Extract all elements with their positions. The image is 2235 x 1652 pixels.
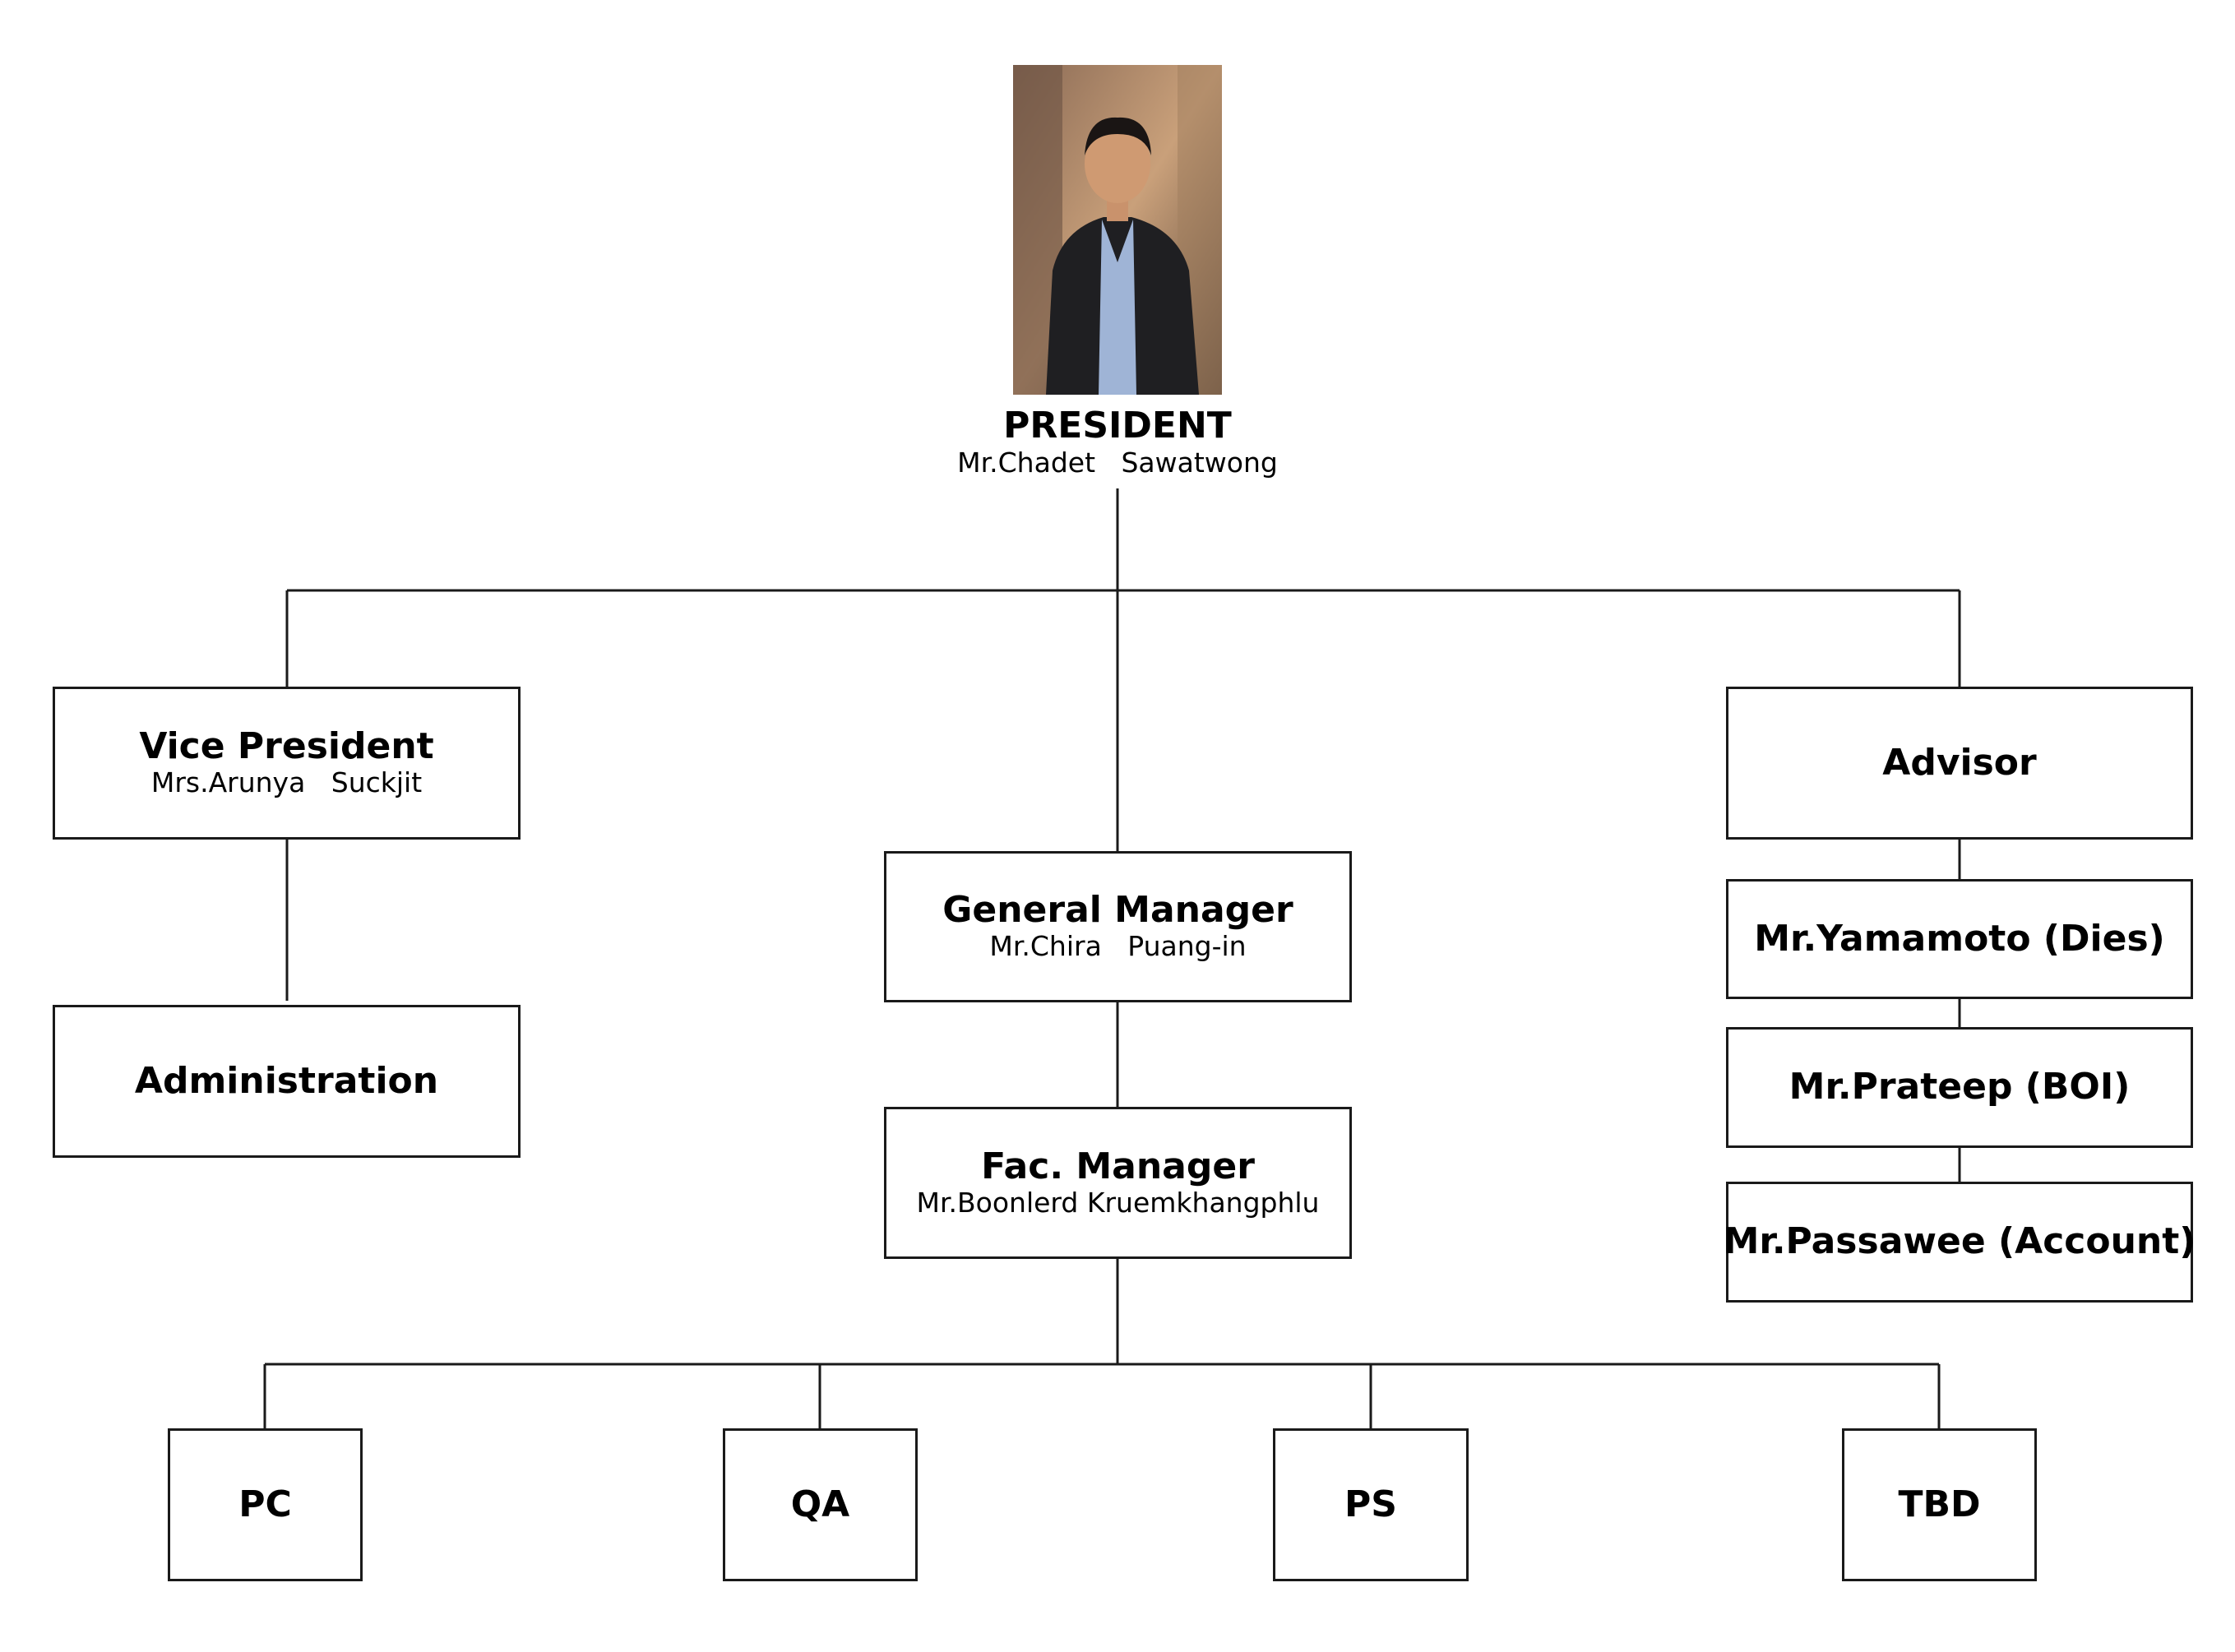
department-name: QA [790, 1483, 850, 1525]
advisor-member-name: Mr.Yamamoto (Dies) [1754, 917, 2165, 960]
president-title: PRESIDENT [1003, 405, 1232, 447]
advisor-member-box: Mr.Prateep (BOI) [1726, 1027, 2193, 1148]
vice-president-name: Mrs.Arunya Suckjit [150, 766, 423, 799]
advisor-member-name: Mr.Prateep (BOI) [1788, 1066, 2131, 1108]
administration-box: Administration [53, 1005, 521, 1158]
advisor-member-name: Mr.Passawee (Account) [1723, 1220, 2196, 1263]
department-box: QA [723, 1428, 918, 1581]
administration-title: Administration [134, 1059, 439, 1102]
vice-president-box: Vice President Mrs.Arunya Suckjit [53, 687, 521, 840]
department-name: PC [238, 1483, 292, 1525]
advisor-member-box: Mr.Passawee (Account) [1723, 1182, 2196, 1303]
department-box: TBD [1842, 1428, 2037, 1581]
factory-manager-name: Mr.Boonlerd Kruemkhangphlu [916, 1186, 1320, 1219]
department-box: PC [168, 1428, 363, 1581]
factory-manager-title: Fac. Manager [981, 1145, 1255, 1187]
advisor-box: Advisor [1726, 687, 2193, 840]
president-node: PRESIDENT Mr.Chadet Sawatwong [872, 405, 1363, 479]
department-name: TBD [1898, 1483, 1981, 1525]
president-name: Mr.Chadet Sawatwong [957, 447, 1278, 479]
department-name: PS [1344, 1483, 1397, 1525]
general-manager-title: General Manager [942, 889, 1293, 931]
advisor-title: Advisor [1882, 741, 2037, 784]
vice-president-title: Vice President [139, 725, 434, 767]
general-manager-name: Mr.Chira Puang-in [989, 930, 1247, 963]
factory-manager-box: Fac. Manager Mr.Boonlerd Kruemkhangphlu [884, 1107, 1352, 1259]
advisor-member-box: Mr.Yamamoto (Dies) [1726, 879, 2193, 999]
general-manager-box: General Manager Mr.Chira Puang-in [884, 851, 1352, 1002]
department-box: PS [1273, 1428, 1469, 1581]
president-photo [1013, 65, 1222, 395]
